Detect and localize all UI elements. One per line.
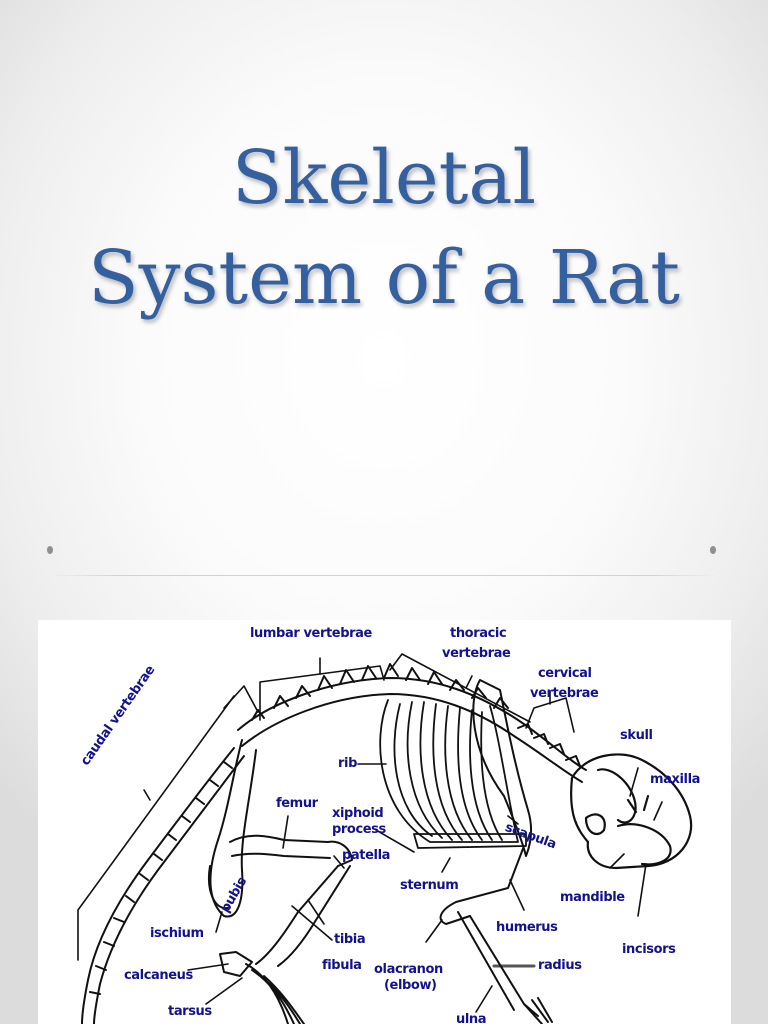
label-tibia: tibia — [334, 932, 366, 947]
label-skull: skull — [620, 728, 653, 743]
slide-title: Skeletal System of a Rat — [0, 128, 768, 328]
bullet-dot-right — [710, 546, 716, 554]
label-olecranon-line1: olacranon — [374, 962, 443, 977]
tail — [81, 747, 245, 1024]
label-olecranon-line2: (elbow) — [384, 978, 437, 993]
label-xiphoid-line2: process — [332, 822, 386, 837]
label-radius: radius — [538, 958, 582, 973]
label-ulna: ulna — [456, 1012, 487, 1024]
label-mandible: mandible — [560, 890, 625, 905]
label-cervical-vertebrae-line2: vertebrae — [530, 686, 599, 701]
title-line-2: System of a Rat — [87, 235, 681, 321]
label-fibula: fibula — [322, 958, 362, 973]
skeleton-drawing — [77, 653, 693, 1024]
label-xiphoid-line1: xiphoid — [332, 806, 384, 821]
label-lumbar-vertebrae: lumbar vertebrae — [250, 626, 372, 641]
title-line-1: Skeletal — [231, 135, 537, 221]
label-sternum: sternum — [400, 878, 459, 893]
divider — [50, 575, 718, 576]
rat-skeleton-diagram: lumbar vertebrae thoracic vertebrae cerv… — [38, 620, 731, 1024]
label-calcaneus: calcaneus — [124, 968, 193, 983]
spine — [237, 663, 587, 783]
label-maxilla: maxilla — [650, 772, 701, 787]
skull — [570, 753, 693, 870]
label-incisors: incisors — [622, 942, 676, 957]
label-tarsus: tarsus — [168, 1004, 212, 1019]
label-patella: patella — [342, 848, 390, 863]
label-cervical-vertebrae-line1: cervical — [538, 666, 592, 681]
label-thoracic-vertebrae-line1: thoracic — [450, 626, 507, 641]
bullet-dot-left — [47, 546, 53, 554]
label-thoracic-vertebrae-line2: vertebrae — [442, 646, 511, 661]
label-ischium: ischium — [150, 926, 204, 941]
forelimb — [439, 679, 553, 1024]
label-femur: femur — [276, 796, 318, 811]
hindlimb — [208, 739, 353, 1024]
label-rib: rib — [338, 756, 357, 771]
label-humerus: humerus — [496, 920, 558, 935]
ribcage — [379, 699, 527, 849]
